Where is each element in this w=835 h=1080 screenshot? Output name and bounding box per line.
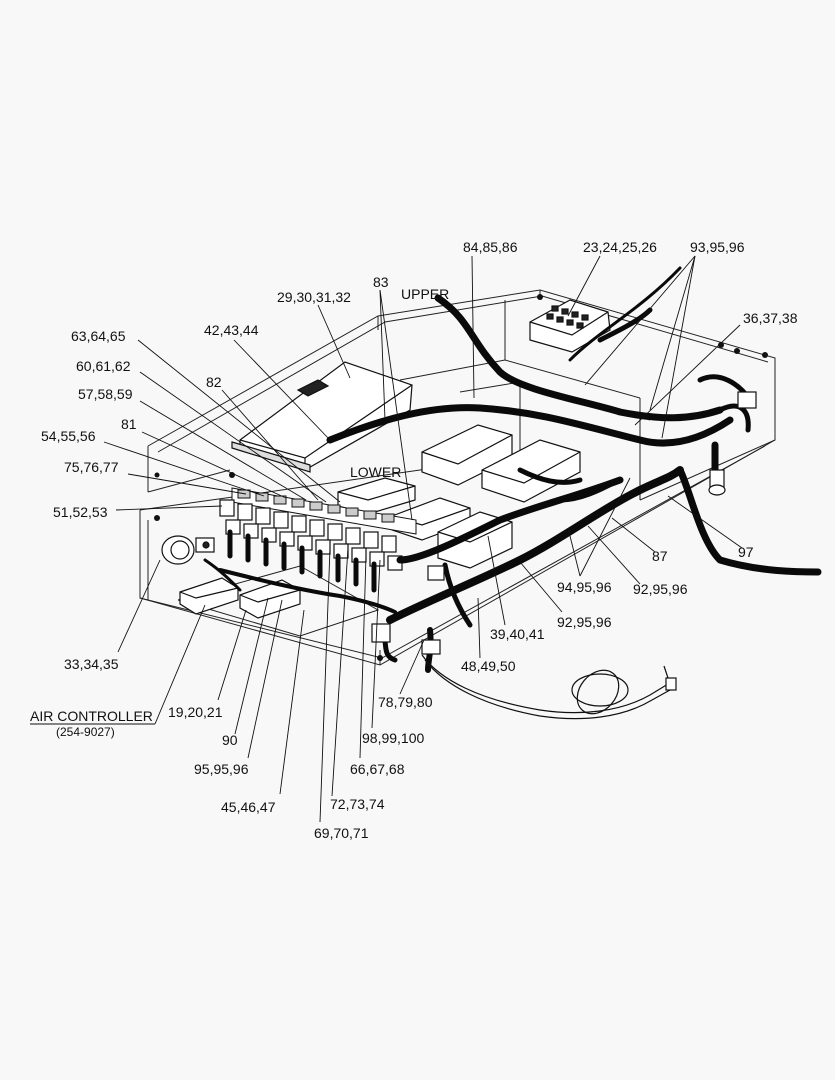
label-lower: LOWER: [350, 464, 402, 480]
label-upper: UPPER: [401, 286, 450, 302]
round-component-33: [161, 535, 215, 565]
callout-98-99-100: 98,99,100: [362, 730, 425, 746]
callout-36-37-38: 36,37,38: [743, 310, 798, 326]
callout-23-24-25-26: 23,24,25,26: [583, 239, 657, 255]
callout-48-49-50: 48,49,50: [461, 658, 516, 674]
hose-fittings: [371, 391, 757, 720]
callout-39-40-41: 39,40,41: [490, 626, 545, 642]
callout-81: 81: [121, 416, 137, 432]
callout-93-95-96: 93,95,96: [690, 239, 745, 255]
callout-72-73-74: 72,73,74: [330, 796, 385, 812]
callout-60-61-62: 60,61,62: [76, 358, 131, 374]
leader-lines: [30, 255, 743, 823]
callout-95-95-96: 95,95,96: [194, 761, 249, 777]
callout-84-85-86: 84,85,86: [463, 239, 518, 255]
callout-69-70-71: 69,70,71: [314, 825, 369, 841]
component-23-connector: [529, 299, 611, 353]
callout-78-79-80: 78,79,80: [378, 694, 433, 710]
wire-harness: [203, 266, 822, 673]
air-controller-component: [179, 577, 301, 619]
callout-33-34-35: 33,34,35: [64, 656, 119, 672]
callout-87: 87: [652, 548, 668, 564]
callout-51-52-53: 51,52,53: [53, 504, 108, 520]
callout-57-58-59: 57,58,59: [78, 386, 133, 402]
callout-66-67-68: 66,67,68: [350, 761, 405, 777]
callout-97: 97: [738, 544, 754, 560]
callout-82: 82: [206, 374, 222, 390]
callout-42-43-44: 42,43,44: [204, 322, 259, 338]
callout-83: 83: [373, 274, 389, 290]
label-air-controller-part-number: (254-9027): [56, 725, 115, 739]
callout-19-20-21: 19,20,21: [168, 704, 223, 720]
relay-bank: [219, 499, 403, 571]
callout-54-55-56: 54,55,56: [41, 428, 96, 444]
callout-75-76-77: 75,76,77: [64, 459, 119, 475]
callout-63-64-65: 63,64,65: [71, 328, 126, 344]
callout-92-95-96-right: 92,95,96: [633, 581, 688, 597]
callout-29-30-31-32: 29,30,31,32: [277, 289, 351, 305]
callout-90: 90: [222, 732, 238, 748]
corner-screws: [154, 294, 768, 661]
callout-92-95-96-lower: 92,95,96: [557, 614, 612, 630]
callout-94-95-96: 94,95,96: [557, 579, 612, 595]
callout-45-46-47: 45,46,47: [221, 799, 276, 815]
label-air-controller: AIR CONTROLLER: [30, 708, 153, 724]
